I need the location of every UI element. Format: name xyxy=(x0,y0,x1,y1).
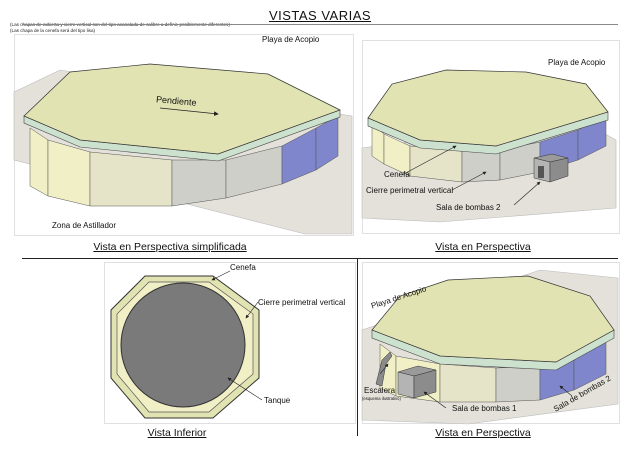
roof xyxy=(371,275,615,363)
top-right-building xyxy=(361,69,617,223)
leader-line xyxy=(227,377,263,401)
label-cierre-perimetral-vertical: Cierre perimetral vertical xyxy=(366,186,454,195)
roof xyxy=(23,63,341,155)
panel-frame-top-right xyxy=(362,40,620,234)
bottom-view xyxy=(110,270,263,419)
horizontal-divider xyxy=(22,258,618,259)
leader-line xyxy=(245,301,259,319)
wall-segment xyxy=(89,151,173,207)
caption-vista-perspectiva: Vista en Perspectiva xyxy=(435,241,531,253)
wall-segment xyxy=(495,365,541,403)
panel-frame-bottom-left xyxy=(104,262,356,424)
title-rule xyxy=(22,24,618,25)
caption-vista-perspectiva-simplificada: Vista en Perspectiva simplificada xyxy=(93,241,247,253)
roof xyxy=(367,69,609,147)
label-playa-de-acopio: Playa de Acopio xyxy=(262,35,320,44)
wall-segment xyxy=(439,363,497,403)
leader-line xyxy=(451,171,487,191)
pump-room-wall xyxy=(397,371,415,399)
wall-segment xyxy=(171,159,227,207)
pump-room-wall xyxy=(549,157,569,183)
caption-vista-inferior: Vista Inferior xyxy=(147,427,207,439)
label-tanque: Tanque xyxy=(264,396,291,405)
tank-circle xyxy=(120,282,246,408)
label-zona-de-astillador: Zona de Astillador xyxy=(52,221,117,230)
note-cenefa: (Las chapa de la cenefa será del tipo li… xyxy=(10,28,96,33)
leader-line xyxy=(559,385,573,397)
page-title: VISTAS VARIAS xyxy=(268,8,372,23)
label-escalera: Escalera xyxy=(364,386,396,395)
label-cenefa: Cenefa xyxy=(230,263,256,272)
label-cenefa: Cenefa xyxy=(384,170,410,179)
leader-line xyxy=(401,145,457,176)
leader-line xyxy=(513,181,541,206)
pump-room-wall xyxy=(413,369,437,399)
leader-line xyxy=(379,363,389,375)
leader-line xyxy=(423,391,447,409)
caption-vista-perspectiva-2: Vista en Perspectiva xyxy=(435,427,531,439)
label-cierre-perimetral-vertical: Cierre perimetral vertical xyxy=(258,298,346,307)
top-left-building xyxy=(13,63,353,235)
leader-line xyxy=(211,270,231,281)
label-playa-de-acopio: Playa de Acopio xyxy=(548,58,606,67)
pump-room-door xyxy=(538,166,544,178)
wall-segment xyxy=(29,127,49,197)
label-escalera-note: (esquema ilustrativo) xyxy=(362,396,401,401)
wall-segment xyxy=(409,145,463,183)
vertical-divider xyxy=(357,258,358,436)
wall-segment xyxy=(461,149,501,183)
pendiente-arrow xyxy=(159,107,219,116)
bottom-right-building xyxy=(361,269,619,425)
label-sala-de-bombas-1: Sala de bombas 1 xyxy=(452,404,517,413)
label-sala-de-bombas-2: Sala de bombas 2 xyxy=(436,203,501,212)
